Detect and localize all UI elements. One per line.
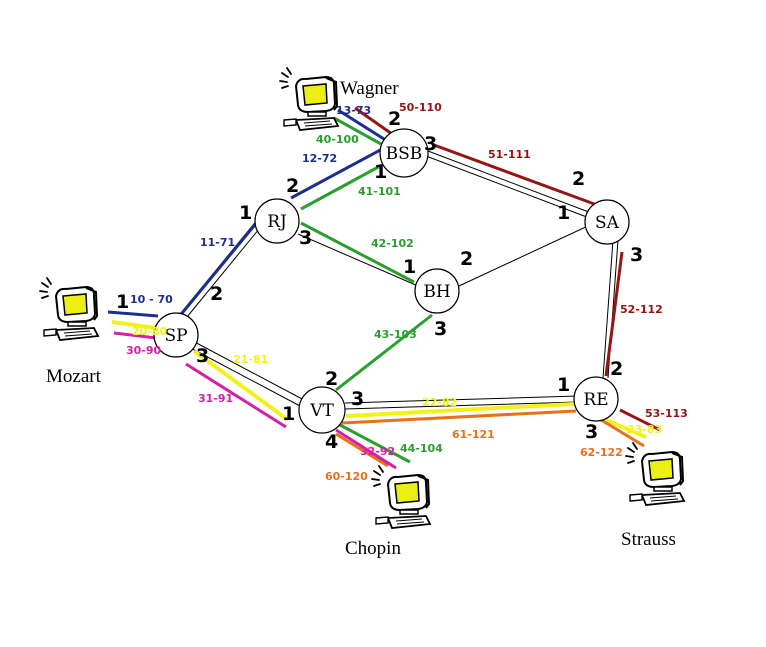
port-label: 2	[572, 168, 585, 190]
node-label-sa: SA	[595, 213, 620, 233]
port-label: 2	[286, 175, 299, 197]
path-label-yellow: 22-82	[422, 396, 457, 409]
path-green	[300, 116, 433, 464]
node-sp[interactable]	[153, 312, 199, 358]
path-label-orange: 62-122	[580, 446, 623, 459]
port-label: 3	[196, 345, 209, 367]
node-label-re: RE	[583, 390, 608, 410]
node-labels: SP RJ BSB SA BH VT RE	[164, 144, 619, 421]
path-label-blue: 10 - 70	[130, 293, 173, 306]
port-label: 3	[434, 318, 447, 340]
port-label: 1	[116, 291, 129, 313]
node-sa[interactable]	[584, 199, 630, 245]
port-label: 3	[630, 244, 643, 266]
link-sp-rj	[171, 213, 269, 329]
port-label: 1	[282, 403, 295, 425]
host-label-chopin: Chopin	[345, 538, 401, 559]
port-labels: 1 2 3 1 2 3 1 2 3 1 2 3 1 2 3 1 2 3 4 1 …	[116, 108, 643, 453]
node-label-bh: BH	[423, 282, 450, 302]
path-darkred	[354, 106, 661, 432]
link-bsb-sa	[425, 150, 595, 220]
path-label-magenta: 30-90	[126, 344, 162, 357]
host-label-wagner: Wagner	[340, 78, 399, 99]
path-label-darkred: 51-111	[488, 148, 531, 161]
port-label: 2	[210, 283, 223, 305]
path-label-darkred: 52-112	[620, 303, 663, 316]
host-labels: Wagner Mozart Chopin Strauss	[46, 78, 676, 559]
host-label-strauss: Strauss	[621, 529, 676, 550]
node-re[interactable]	[573, 376, 619, 422]
port-label: 2	[460, 248, 473, 270]
path-magenta	[113, 331, 397, 470]
path-label-green: 42-102	[371, 237, 414, 250]
computer-icon	[39, 277, 99, 341]
port-label: 3	[299, 227, 312, 249]
port-label: 1	[374, 161, 387, 183]
port-label: 2	[388, 108, 401, 130]
path-label-blue: 11-71	[200, 236, 235, 249]
computer-icon	[279, 67, 339, 131]
link-rj-bh	[297, 233, 419, 287]
node-label-bsb: BSB	[386, 144, 423, 164]
path-label-magenta: 31-91	[198, 392, 233, 405]
router-nodes	[153, 128, 630, 434]
port-label: 3	[424, 133, 437, 155]
port-label: 1	[239, 202, 252, 224]
path-blue	[107, 108, 385, 319]
node-label-rj: RJ	[267, 212, 287, 232]
path-label-orange: 61-121	[452, 428, 495, 441]
computer-icon	[625, 442, 685, 506]
path-label-blue: 12-72	[302, 152, 337, 165]
path-label-yellow: 21-81	[233, 353, 268, 366]
path-label-orange: 60-120	[325, 470, 368, 483]
node-rj[interactable]	[254, 198, 300, 244]
port-label: 1	[557, 202, 570, 224]
host-label-mozart: Mozart	[46, 366, 102, 387]
node-bh[interactable]	[414, 268, 460, 314]
path-labels: 10 - 70 11-71 12-72 13-73 40-100 41-101 …	[126, 101, 688, 483]
path-label-darkred: 50-110	[399, 101, 442, 114]
path-orange	[335, 409, 645, 468]
computer-icon	[371, 465, 431, 529]
port-label: 4	[325, 431, 338, 453]
path-label-green: 44-104	[400, 442, 443, 455]
path-yellow	[111, 320, 647, 439]
port-label: 1	[403, 256, 416, 278]
link-sp-vt	[184, 338, 305, 407]
path-label-green: 41-101	[358, 185, 401, 198]
port-label: 2	[610, 358, 623, 380]
port-label: 2	[325, 368, 338, 390]
path-label-yellow: 23-83	[627, 423, 662, 436]
port-label: 3	[585, 421, 598, 443]
topology-links	[171, 150, 619, 410]
link-bh-sa	[458, 224, 591, 287]
link-vt-re	[344, 395, 579, 410]
node-label-vt: VT	[309, 401, 334, 421]
path-label-blue: 13-73	[336, 104, 371, 117]
node-vt[interactable]	[298, 386, 346, 434]
path-label-yellow: 20-80	[132, 325, 168, 338]
port-label: 3	[351, 388, 364, 410]
path-label-magenta: 32-92	[360, 445, 395, 458]
path-label-green: 43-103	[374, 328, 417, 341]
node-bsb[interactable]	[379, 128, 429, 178]
node-label-sp: SP	[164, 326, 187, 346]
path-label-green: 40-100	[316, 133, 359, 146]
path-label-darkred: 53-113	[645, 407, 688, 420]
port-label: 1	[557, 374, 570, 396]
